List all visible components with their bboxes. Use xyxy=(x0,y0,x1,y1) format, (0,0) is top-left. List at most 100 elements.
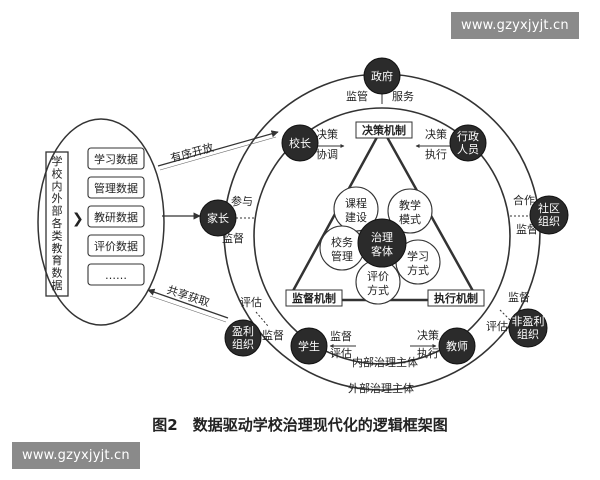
shared-access-label: 共享获取 xyxy=(165,282,211,309)
data-item-box xyxy=(87,176,145,199)
data-item-label: 学习数据 xyxy=(94,152,138,166)
decision-mechanism: 决策机制 xyxy=(355,121,413,139)
nonprofit-org-node xyxy=(508,308,548,348)
figure-caption: 图2 数据驱动学校治理现代化的逻辑框架图 xyxy=(152,416,448,434)
data-item-label: 管理数据 xyxy=(94,181,138,195)
admin-staff-node xyxy=(449,124,487,162)
government-node xyxy=(363,57,401,95)
profit-org-node-label: 组织 xyxy=(232,337,254,351)
community-node-label: 社区 xyxy=(538,201,560,215)
vertical-label-char: 类 xyxy=(52,228,63,242)
petal-label: 评价 xyxy=(367,270,389,283)
community-node-label: 组织 xyxy=(538,214,560,228)
nonprofit-org-node-label: 组织 xyxy=(517,327,539,341)
parents-node xyxy=(199,199,237,237)
label-community-supervise: 监督 xyxy=(516,222,538,236)
data-item-label: 评价数据 xyxy=(94,239,138,253)
data-item-box xyxy=(87,234,145,257)
vertical-label-char: 内 xyxy=(52,179,63,193)
label-admin-decide: 决策 xyxy=(425,127,447,141)
admin-staff-node-label: 人员 xyxy=(457,143,479,156)
petal-label: 课程 xyxy=(345,197,367,210)
vertical-label-char: 育 xyxy=(52,253,63,267)
governance-object-node xyxy=(357,218,407,268)
data-panel-vertical-box xyxy=(45,151,69,297)
execution-mechanism: 执行机制 xyxy=(427,289,485,307)
vertical-label-char: 学 xyxy=(52,154,63,168)
data-item-box xyxy=(87,205,145,228)
supervision-mechanism-label: 监督机制 xyxy=(292,291,336,305)
decision-mechanism-label: 决策机制 xyxy=(362,123,406,137)
data-item-label: 教研数据 xyxy=(94,210,138,224)
label-student-supervise: 监督 xyxy=(330,329,352,343)
label-teacher-decide: 决策 xyxy=(417,328,439,342)
principal-node xyxy=(281,124,319,162)
label-admin-execute: 执行 xyxy=(425,147,447,161)
shared-access-arrow xyxy=(147,288,229,319)
label-parents-participate: 参与 xyxy=(231,194,253,208)
teachers-node xyxy=(438,327,476,365)
inner-governance-label: 内部治理主体 xyxy=(352,355,418,369)
data-panel-ellipse xyxy=(37,118,165,326)
nonprofit-tick xyxy=(499,309,511,321)
label-principal-coordinate: 协调 xyxy=(316,147,338,161)
governance-object-label: 客体 xyxy=(371,244,393,258)
parents-node-label: 家长 xyxy=(207,211,229,225)
actor-nodes: 政府校长行政人员家长社区组织盈利组织非盈利组织学生教师 xyxy=(199,57,569,365)
watermark-top: www.gzyxjyjt.cn xyxy=(451,12,579,39)
label-parents-supervise: 监督 xyxy=(222,231,244,245)
petal-label: 方式 xyxy=(407,263,429,277)
petal-label: 方式 xyxy=(367,283,389,297)
government-node-label: 政府 xyxy=(371,69,393,83)
execution-mechanism-label: 执行机制 xyxy=(434,291,478,305)
students-node xyxy=(290,327,328,365)
profit-tick xyxy=(255,311,269,327)
vertical-label-char: 教 xyxy=(52,242,63,255)
profit-org-node xyxy=(224,319,262,357)
vertical-label-char: 据 xyxy=(52,278,63,292)
ordered-open-arrow xyxy=(157,130,279,167)
vertical-label-char: 各 xyxy=(52,216,63,230)
label-principal-decide: 决策 xyxy=(316,127,338,141)
data-panel-arrow-icon: ❯ xyxy=(72,211,84,227)
label-nonprofit-supervise: 监督 xyxy=(508,290,530,304)
petal-label: 学习 xyxy=(407,249,429,263)
petal-circle xyxy=(387,188,433,234)
nonprofit-org-node-label: 非盈利 xyxy=(512,315,545,328)
community-node xyxy=(529,195,569,235)
petal-label: 模式 xyxy=(399,213,421,226)
ordered-open-arrow-shadow xyxy=(159,136,277,171)
data-item-box xyxy=(87,147,145,170)
vertical-label-char: 校 xyxy=(52,166,63,180)
supervision-mechanism: 监督机制 xyxy=(285,289,343,307)
outer-governance-label: 外部治理主体 xyxy=(348,381,414,395)
vertical-label-char: 数 xyxy=(52,267,63,280)
label-nonprofit-evaluate: 评估 xyxy=(486,320,508,333)
inner-ring xyxy=(253,107,511,365)
governance-object-label: 治理 xyxy=(371,230,393,244)
shared-access-arrow-shadow xyxy=(149,295,227,323)
profit-org-node-label: 盈利 xyxy=(232,325,254,338)
petal-label: 教学 xyxy=(399,198,421,212)
label-profit-evaluate: 评估 xyxy=(240,296,262,309)
students-node-label: 学生 xyxy=(298,339,320,353)
vertical-label-char: 外 xyxy=(52,192,63,205)
principal-node-label: 校长 xyxy=(289,136,311,150)
teachers-node-label: 教师 xyxy=(446,340,468,353)
label-teacher-execute: 执行 xyxy=(417,346,439,360)
watermark-bottom: www.gzyxjyjt.cn xyxy=(12,442,140,469)
label-community-cooperate: 合作 xyxy=(513,193,535,207)
petal-label: 建设 xyxy=(345,210,367,224)
data-item-box xyxy=(87,263,145,286)
label-student-evaluate: 评估 xyxy=(330,347,352,360)
data-item-label: …… xyxy=(105,269,127,282)
label-profit-supervise: 监督 xyxy=(262,328,284,342)
label-supervise-gov: 监管 xyxy=(346,89,368,103)
label-serve-gov: 服务 xyxy=(392,90,414,103)
admin-staff-node-label: 行政 xyxy=(457,129,479,143)
vertical-label-char: 部 xyxy=(52,204,63,218)
